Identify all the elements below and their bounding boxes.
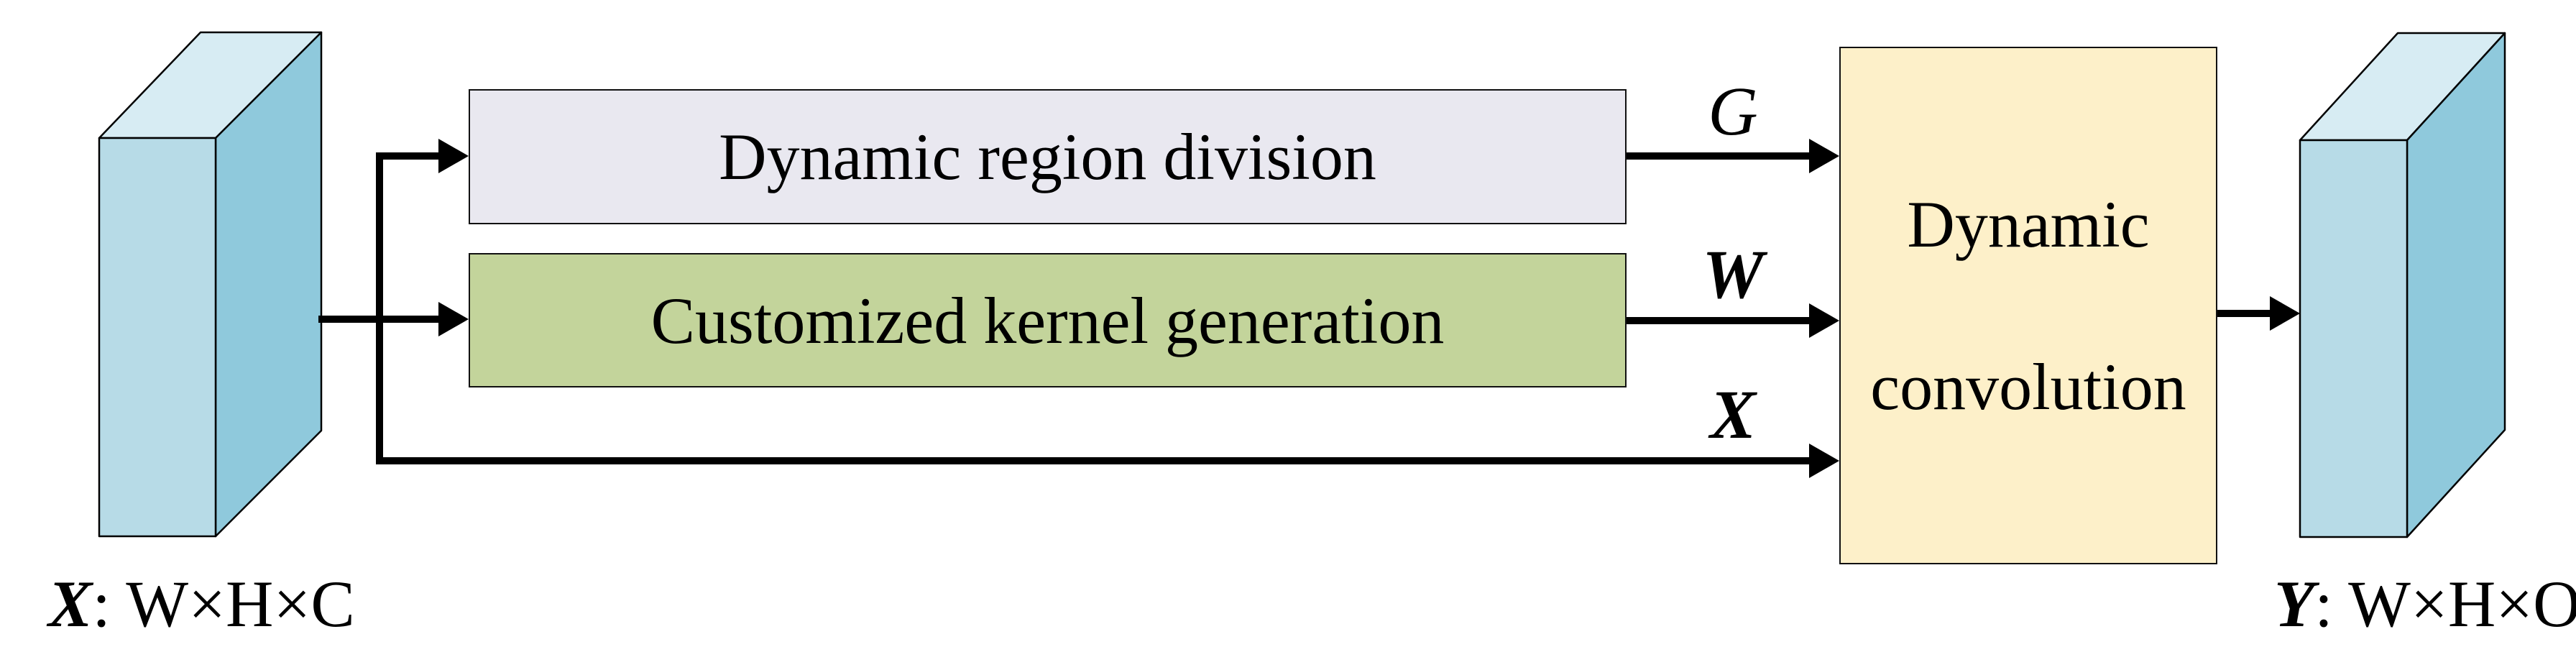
arrowhead-to-kernel-generation [438,302,469,336]
w-signal-text: W [1702,236,1764,313]
dynamic-convolution-label-line2: convolution [1870,350,2186,423]
input-tensor-dims: : W×H×C [92,567,355,641]
customized-kernel-generation-box: Customized kernel generation [469,253,1627,387]
g-signal-label: G [1627,73,1839,151]
input-tensor-front-face [98,137,217,538]
arrowhead-w-signal [1809,303,1839,338]
output-tensor-label: Y: W×H×O [2274,566,2576,642]
dynamic-convolution-label-line1: Dynamic [1907,188,2150,261]
dynamic-region-division-box: Dynamic region division [469,89,1627,224]
x-signal-text: X [1709,376,1757,453]
dynamic-region-division-label: Dynamic region division [719,120,1376,193]
arrowhead-x-bypass [1809,444,1839,478]
arrowhead-g-signal [1809,139,1839,173]
w-signal-label: W [1627,236,1839,314]
arrowhead-to-region-division [438,139,469,173]
input-tensor-label: X: W×H×C [48,566,355,642]
output-tensor-dims: : W×H×O [2314,567,2576,641]
arrowhead-output [2270,296,2300,331]
g-signal-text: G [1708,73,1758,150]
output-tensor-front-face [2299,139,2409,538]
dynamic-convolution-box: Dynamic convolution [1839,47,2217,564]
customized-kernel-generation-label: Customized kernel generation [650,283,1445,357]
output-tensor-3d [2299,32,2506,538]
input-tensor-symbol: X [48,567,93,641]
x-signal-label: X [1627,376,1839,454]
output-tensor-symbol: Y [2274,567,2315,641]
input-tensor-3d [98,31,323,538]
